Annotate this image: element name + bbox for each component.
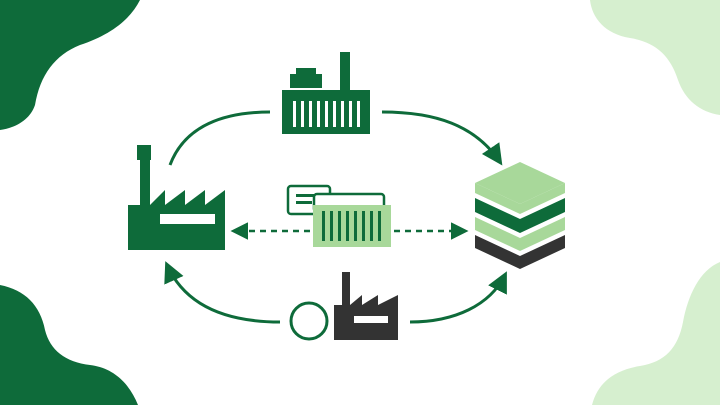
corner-blob-top-left bbox=[0, 0, 140, 130]
flow-arrow-bottom-right bbox=[409, 271, 507, 324]
shipping-container-icon bbox=[313, 205, 391, 247]
factory-icon bbox=[128, 145, 225, 250]
corner-blob-top-right bbox=[590, 0, 720, 115]
layered-stack-icon bbox=[475, 162, 565, 269]
corner-blob-bottom-left bbox=[0, 285, 138, 405]
flow-arrow-top-left bbox=[168, 110, 271, 166]
corner-blob-bottom-right bbox=[592, 262, 720, 405]
industrial-plant-icon bbox=[282, 52, 370, 134]
bottom-factory-icon bbox=[334, 272, 398, 340]
circle-icon bbox=[289, 301, 329, 341]
flow-arrow-top-right bbox=[381, 110, 503, 166]
flow-arrow-bottom-left bbox=[164, 261, 281, 324]
